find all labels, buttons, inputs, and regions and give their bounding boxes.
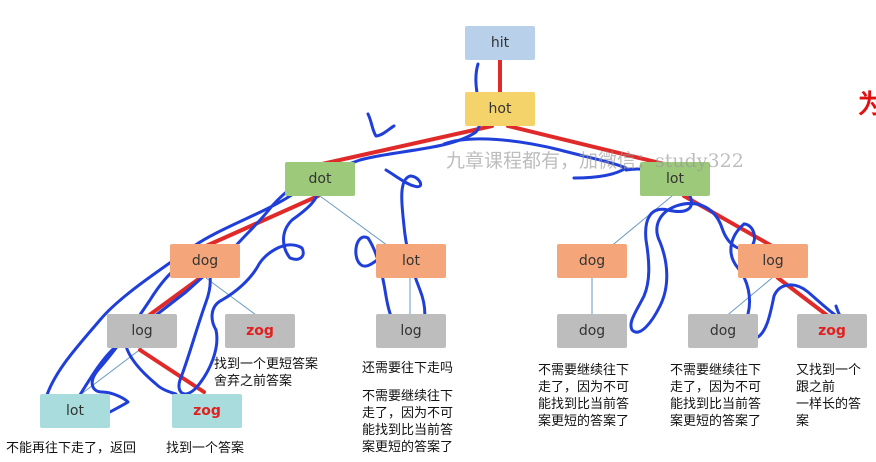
node-label: zog [818,323,846,339]
node-label: dog [578,253,606,269]
edge-hot-lot1 [506,124,666,166]
node-lot-leaf: lot [40,394,110,428]
node-hit: hit [465,26,535,60]
node-log-under-lot-left: log [376,314,446,348]
edge-dog1-zog1 [205,277,261,319]
node-dog-leaf-2: dog [688,314,758,348]
node-label: hit [490,35,510,51]
node-dog-leaf-1: dog [557,314,627,348]
node-label: zog [246,323,274,339]
edge-log2-zog3 [138,348,206,394]
trace-hook-top [366,112,396,138]
node-dot: dot [285,162,355,196]
note-continue-question: 还需要往下走吗 [362,361,454,376]
node-label: lot [402,253,420,269]
node-zog-answer: zog [172,394,242,428]
node-label: log [762,253,784,269]
edge-log1-zog2 [776,276,830,318]
edge-hot-dot [320,124,494,166]
node-lot-level2: lot [640,162,710,196]
watermark: 九章课程都有，加微信：study322 [446,150,744,172]
node-label: log [131,323,153,339]
note-found-answer: 找到一个答案 [166,441,245,456]
corner-glyph: 为 [858,90,876,120]
note-stop-left: 不需要继续往下 走了，因为不可 能找到比当前答 案更短的答案了 [362,389,454,455]
note-stop-right: 不需要继续往下 走了，因为不可 能找到比当前答 案更短的答案了 [670,363,762,429]
node-zog-under-dog: zog [225,314,295,348]
node-label: hot [488,101,512,117]
edge-dog1-log2 [146,276,202,318]
trace-right-mid [624,167,756,334]
note-shorter-answer: 找到一个更短答案 舍弃之前答案 [214,357,319,389]
trace-to-right [442,137,628,180]
node-dog-under-dot: dog [170,244,240,278]
node-label: dog [191,253,219,269]
trace-to-zog [124,344,178,396]
node-label: dot [308,171,332,187]
node-log-under-dog: log [107,314,177,348]
note-stop-mid: 不需要继续往下 走了，因为不可 能找到比当前答 案更短的答案了 [538,363,630,429]
node-dog-under-lot: dog [557,244,627,278]
note-same-length: 又找到一个 跟之前 一样长的答 案 [796,363,862,429]
node-lot-under-dot: lot [376,244,446,278]
node-label: log [400,323,422,339]
edge-dot-dog1 [204,194,320,248]
node-label: dog [709,323,737,339]
note-dead-end: 不能再往下走了，返回 [6,441,137,456]
node-label: lot [66,403,84,419]
node-label: dog [578,323,606,339]
node-label: zog [193,403,221,419]
node-label: lot [666,171,684,187]
node-hot: hot [465,92,535,126]
node-log-under-lot: log [738,244,808,278]
node-zog-right: zog [797,314,867,348]
